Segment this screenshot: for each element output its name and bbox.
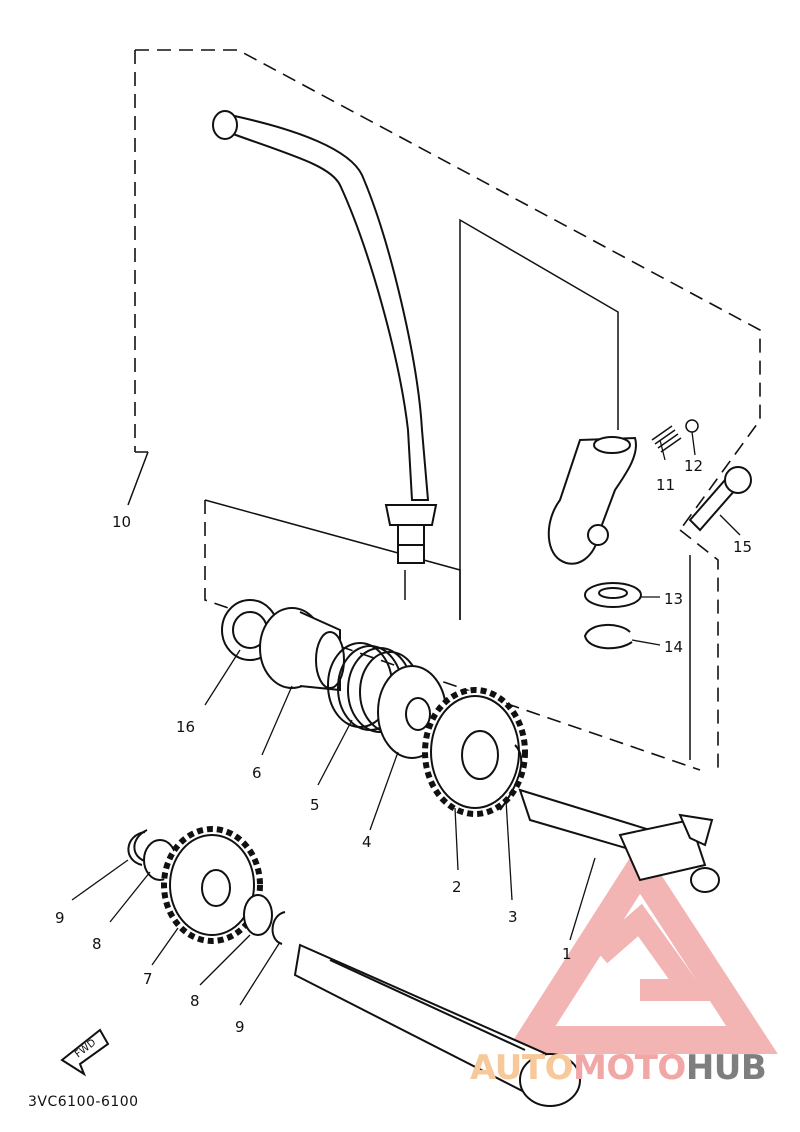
group-outline-dashed: [134, 49, 761, 775]
bolt: [688, 466, 752, 532]
callout-14: 14: [664, 638, 684, 656]
watermark-hub: HUB: [685, 1048, 767, 1088]
kick-axle: [518, 788, 720, 893]
circlip-right: [271, 911, 286, 945]
leader-lines: [71, 431, 741, 1006]
circlip: [583, 624, 633, 650]
callout-13: 13: [664, 590, 684, 608]
frame-lines: [127, 218, 691, 760]
callout-1: 1: [562, 945, 572, 963]
steel-ball: [685, 419, 699, 433]
callout-6: 6: [252, 764, 262, 782]
callout-10: 10: [112, 513, 132, 531]
watermark-logo: [504, 842, 778, 1054]
washer-right: [243, 894, 273, 936]
callout-4: 4: [362, 833, 372, 851]
callout-11: 11: [656, 476, 676, 494]
spring-guide: [259, 607, 345, 692]
part-code-label: 3VC6100-6100: [28, 1094, 139, 1110]
callout-12: 12: [684, 457, 704, 475]
callout-5: 5: [310, 796, 320, 814]
callout-8-left: 8: [92, 935, 102, 953]
callout-3: 3: [508, 908, 518, 926]
kick-gear: [422, 687, 528, 817]
detent-spring: [651, 425, 682, 453]
main-shaft: [293, 943, 581, 1107]
watermark-auto: AUTO: [470, 1048, 573, 1088]
callout-16: 16: [176, 718, 196, 736]
callout-9-right: 9: [235, 1018, 245, 1036]
callout-7: 7: [143, 970, 153, 988]
idle-gear: [161, 826, 263, 944]
callout-2: 2: [452, 878, 462, 896]
callout-9-left: 9: [55, 909, 65, 927]
callout-8-right: 8: [190, 992, 200, 1010]
washer: [584, 582, 642, 608]
kick-lever-arm: [212, 110, 438, 564]
watermark-moto: MOTO: [572, 1048, 686, 1088]
kick-clip: [499, 744, 523, 811]
fwd-arrow-icon: [60, 1028, 110, 1077]
kick-boss: [547, 436, 637, 565]
callout-15: 15: [733, 538, 753, 556]
watermark-text: AUTOMOTOHUB: [470, 1048, 767, 1088]
